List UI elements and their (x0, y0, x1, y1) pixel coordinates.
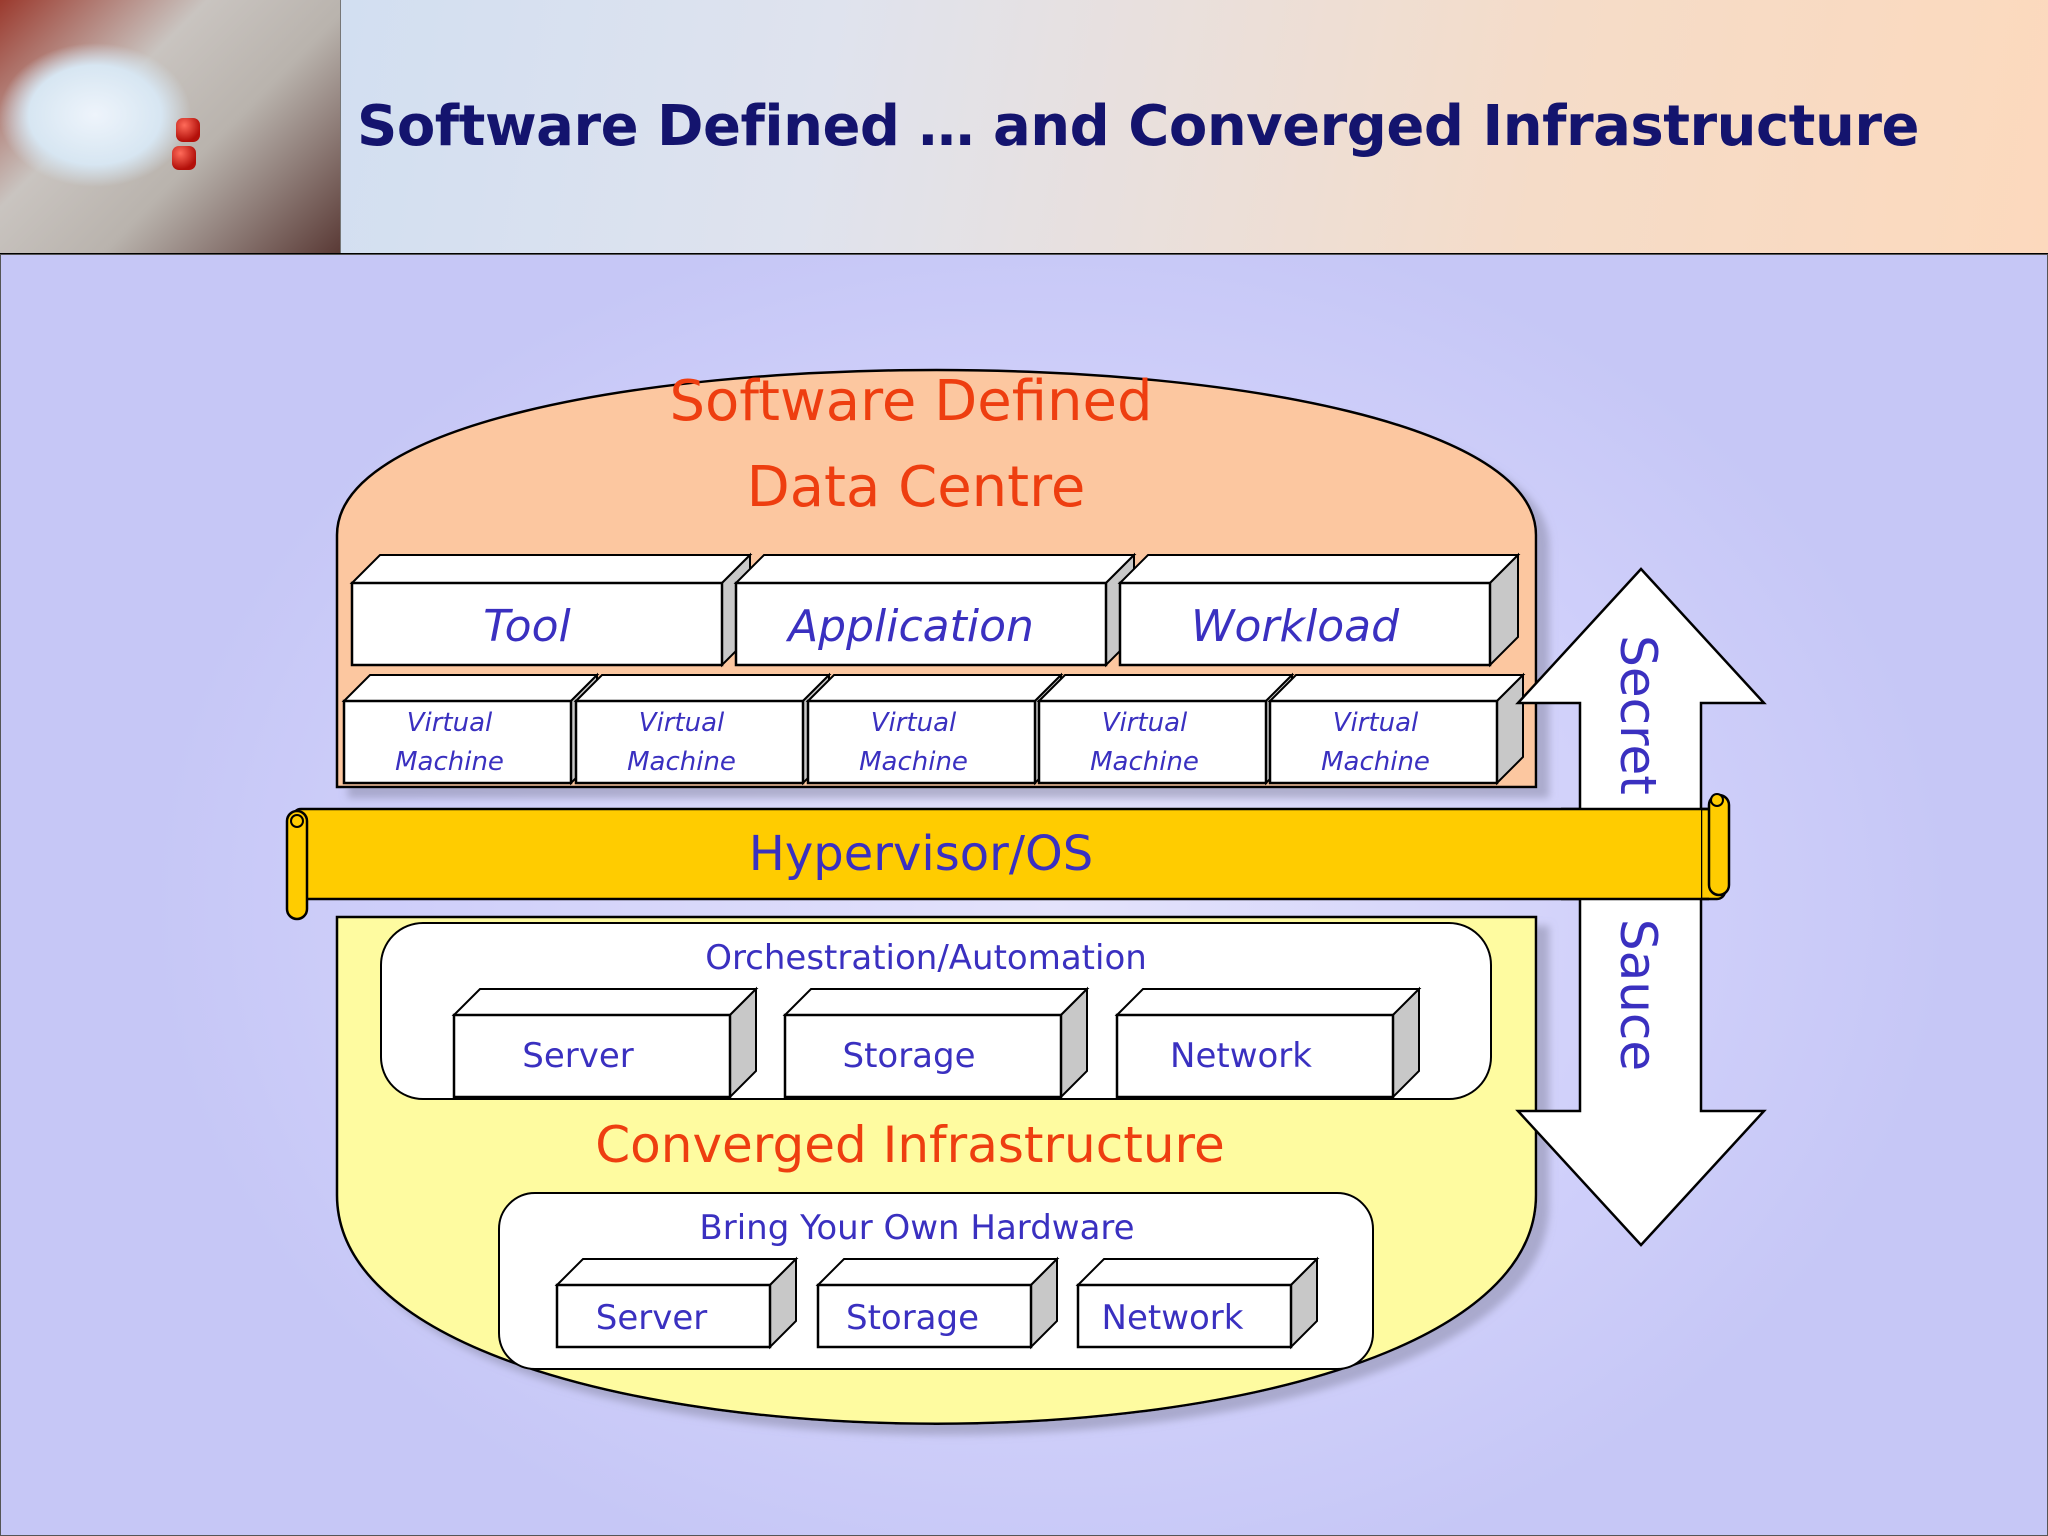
arrow-text-secret: Secret (1609, 635, 1667, 795)
byoh-server-box-label: Server (596, 1298, 708, 1338)
sddc-heading-line2: Data Centre (747, 455, 1086, 520)
arrow-text-sauce: Sauce (1609, 919, 1667, 1071)
hypervisor-overlap (1561, 810, 1701, 899)
application-layer: Tool Application Workload (349, 552, 1521, 668)
infrastructure-diagram: Software Defined Data Centre Tool Applica… (285, 368, 1767, 1425)
slide-title: Software Defined … and Converged Infrast… (357, 94, 1919, 159)
orchestration-label: Orchestration/Automation (705, 938, 1147, 978)
vm-box-5-label: Machine (1321, 747, 1430, 777)
vm-box-3-label: Virtual (871, 708, 957, 738)
app-box-workload: Workload (1117, 552, 1521, 668)
orchestration-server-box-label: Server (522, 1036, 634, 1076)
byoh-storage-box-label: Storage (846, 1298, 979, 1338)
vm-box-5-label: Virtual (1333, 708, 1419, 738)
byoh-network-box-label: Network (1102, 1298, 1244, 1338)
header-photo (0, 0, 341, 253)
hypervisor-label: Hypervisor/OS (749, 826, 1094, 882)
byoh-server-box: Server (554, 1256, 799, 1350)
app-box-tool: Tool (349, 552, 753, 668)
vm-box-1-label: Machine (395, 747, 504, 777)
dice-image (176, 118, 200, 142)
vm-box-3-label: Machine (859, 747, 968, 777)
byoh-label: Bring Your Own Hardware (699, 1208, 1134, 1248)
app-box-application: Application (733, 552, 1137, 668)
byoh-storage-box: Storage (815, 1256, 1060, 1350)
secret-sauce-arrow (1515, 567, 1767, 1247)
vm-box-2-label: Virtual (639, 708, 725, 738)
vm-box-4-label: Virtual (1102, 708, 1188, 738)
diagram-area: Software Defined Data Centre Tool Applica… (0, 254, 2048, 1536)
orchestration-network-box: Network (1114, 986, 1422, 1100)
converged-heading: Converged Infrastructure (595, 1116, 1225, 1174)
orchestration-items: Server Storage Network (451, 986, 1422, 1100)
sddc-heading-line1: Software Defined (670, 369, 1153, 434)
app-box-tool-label: Tool (483, 601, 571, 652)
orchestration-server-box: Server (451, 986, 759, 1100)
orchestration-storage-box: Storage (782, 986, 1090, 1100)
hypervisor-banner: Hypervisor/OS (285, 793, 1731, 921)
dice-image (172, 146, 196, 170)
byoh-network-box: Network (1075, 1256, 1320, 1350)
slide-header: Software Defined … and Converged Infrast… (0, 0, 2048, 255)
orchestration-storage-box-label: Storage (842, 1036, 975, 1076)
vm-box-4-label: Machine (1090, 747, 1199, 777)
app-box-workload-label: Workload (1191, 601, 1400, 652)
orchestration-network-box-label: Network (1170, 1036, 1312, 1076)
vm-box-1-label: Virtual (407, 708, 493, 738)
vm-box-2-label: Machine (627, 747, 736, 777)
app-box-application-label: Application (785, 601, 1034, 652)
virtual-machine-layer: VirtualMachineVirtualMachineVirtualMachi… (341, 672, 1526, 786)
byoh-items: Server Storage Network (554, 1256, 1320, 1350)
